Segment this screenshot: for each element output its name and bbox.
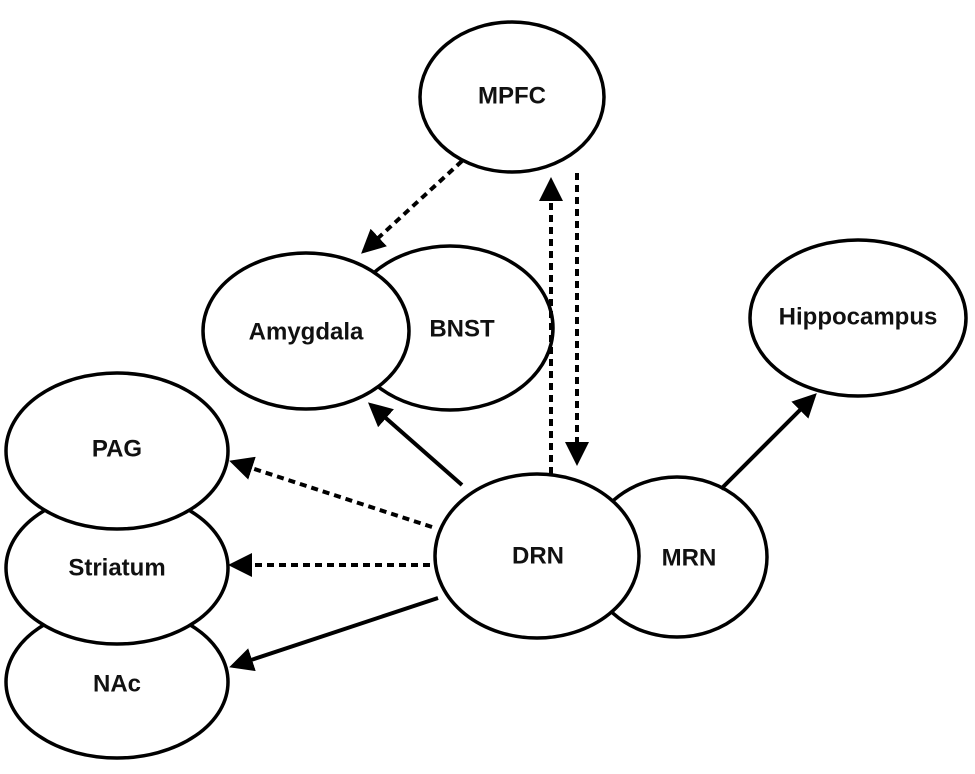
node-bnst-label: BNST [429,315,495,342]
node-mpfc-label: MPFC [478,82,546,109]
edge-mrn-to-hippocampus [719,393,817,491]
node-pag: PAG [4,371,230,531]
edge-drn-to-nac [229,596,439,672]
node-pag-label: PAG [92,435,142,462]
node-drn: DRN [433,472,641,640]
node-amygdala: Amygdala [201,251,411,411]
node-amygdala-label: Amygdala [249,318,364,345]
node-mpfc: MPFC [418,20,606,174]
edge-drn-to-pag [229,456,433,529]
node-striatum-label: Striatum [68,554,165,581]
node-mrn: MRN [585,475,769,639]
node-hippocampus: Hippocampus [748,238,968,398]
edge-mpfc-to-amygdala [361,159,464,254]
edge-drn-to-amygdala [367,402,464,487]
node-nac-label: NAc [93,670,141,697]
node-mrn-label: MRN [662,544,717,571]
node-drn-label: DRN [512,542,564,569]
node-hippocampus-label: Hippocampus [779,303,938,330]
